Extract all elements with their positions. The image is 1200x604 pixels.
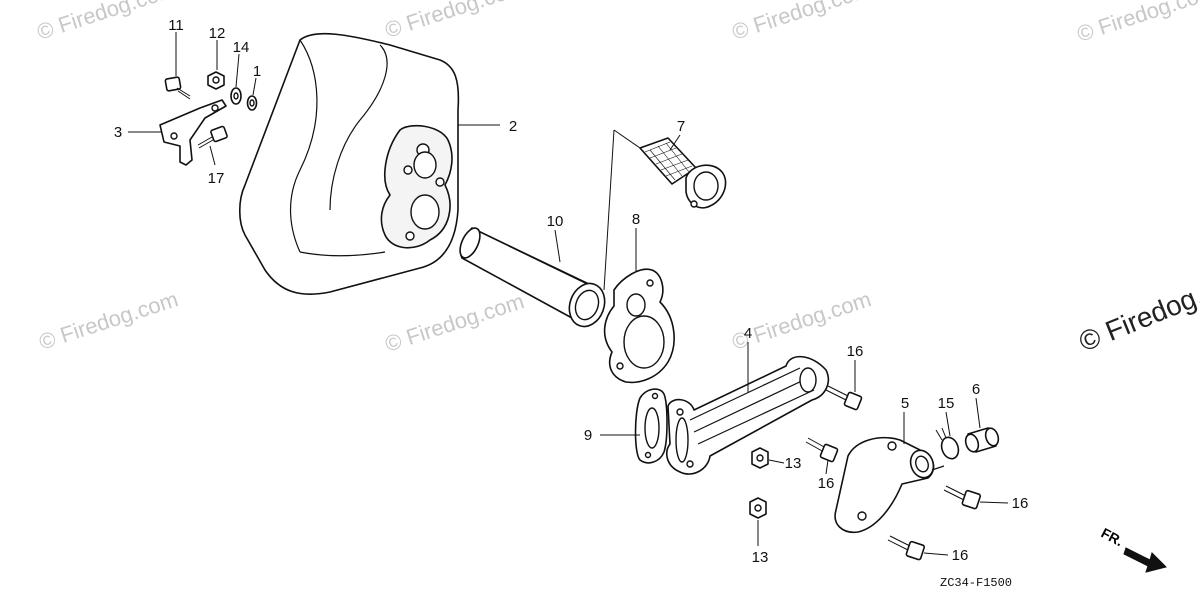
bolt-16-lower	[887, 535, 926, 561]
callout-16: 16	[952, 547, 969, 564]
callout-16: 16	[818, 475, 835, 492]
callout-7: 7	[677, 118, 685, 135]
callout-9: 9	[584, 427, 592, 444]
callout-3: 3	[114, 124, 122, 141]
bracket	[159, 99, 227, 166]
callout-13: 13	[752, 549, 769, 566]
diagram-code: ZC34-F1500	[940, 576, 1012, 590]
callout-8: 8	[632, 211, 640, 228]
bolt-11	[164, 76, 191, 100]
sleeve	[964, 427, 1000, 453]
callout-5: 5	[901, 395, 909, 412]
callout-17: 17	[208, 170, 225, 187]
exhaust-flange	[834, 436, 945, 534]
watermark-text: © Firedog.com	[36, 286, 181, 354]
watermark-text: © Firedog.com	[1074, 0, 1200, 47]
hose-clamp	[935, 427, 960, 460]
nut-13-lower	[749, 497, 767, 519]
watermark-text-edge: © Firedog.co	[1075, 269, 1200, 358]
front-label: FR.	[1099, 525, 1126, 550]
spark-arrester	[639, 137, 727, 209]
callout-15: 15	[938, 395, 955, 412]
watermark-text: © Firedog.com	[34, 0, 179, 45]
nut-12	[207, 71, 225, 90]
washer-14	[230, 87, 242, 105]
callout-1: 1	[253, 63, 261, 80]
watermark-text: © Firedog.com	[382, 288, 527, 356]
bolt-16-upper	[825, 385, 863, 411]
washer-1	[246, 95, 258, 111]
gasket-8	[603, 268, 675, 384]
callout-6: 6	[972, 381, 980, 398]
watermark-text: © Firedog.com	[382, 0, 527, 43]
callout-2: 2	[509, 118, 517, 135]
callout-10: 10	[547, 213, 564, 230]
front-direction-indicator: FR.	[1099, 525, 1167, 573]
exhaust-pipe	[666, 355, 830, 475]
bolt-16-middle	[805, 437, 839, 463]
pipe	[459, 227, 606, 328]
bolt-16-right	[943, 485, 982, 510]
bolt-17	[197, 125, 228, 149]
callout-13: 13	[785, 455, 802, 472]
gasket-9	[634, 388, 668, 464]
muffler-body	[238, 32, 460, 295]
callout-16: 16	[1012, 495, 1029, 512]
callouts: 11 12 14 1 3 17 2 7 10 8 4 16 5 15 6 9 1…	[114, 17, 1029, 566]
leader-lines	[128, 32, 1009, 556]
callout-4: 4	[744, 325, 752, 342]
callout-12: 12	[209, 25, 226, 42]
callout-11: 11	[168, 17, 184, 34]
watermark-text: © Firedog.com	[729, 0, 874, 45]
callout-16: 16	[847, 343, 864, 360]
front-arrow-icon	[1123, 547, 1167, 573]
callout-14: 14	[233, 39, 250, 56]
nut-13-upper	[751, 447, 769, 469]
